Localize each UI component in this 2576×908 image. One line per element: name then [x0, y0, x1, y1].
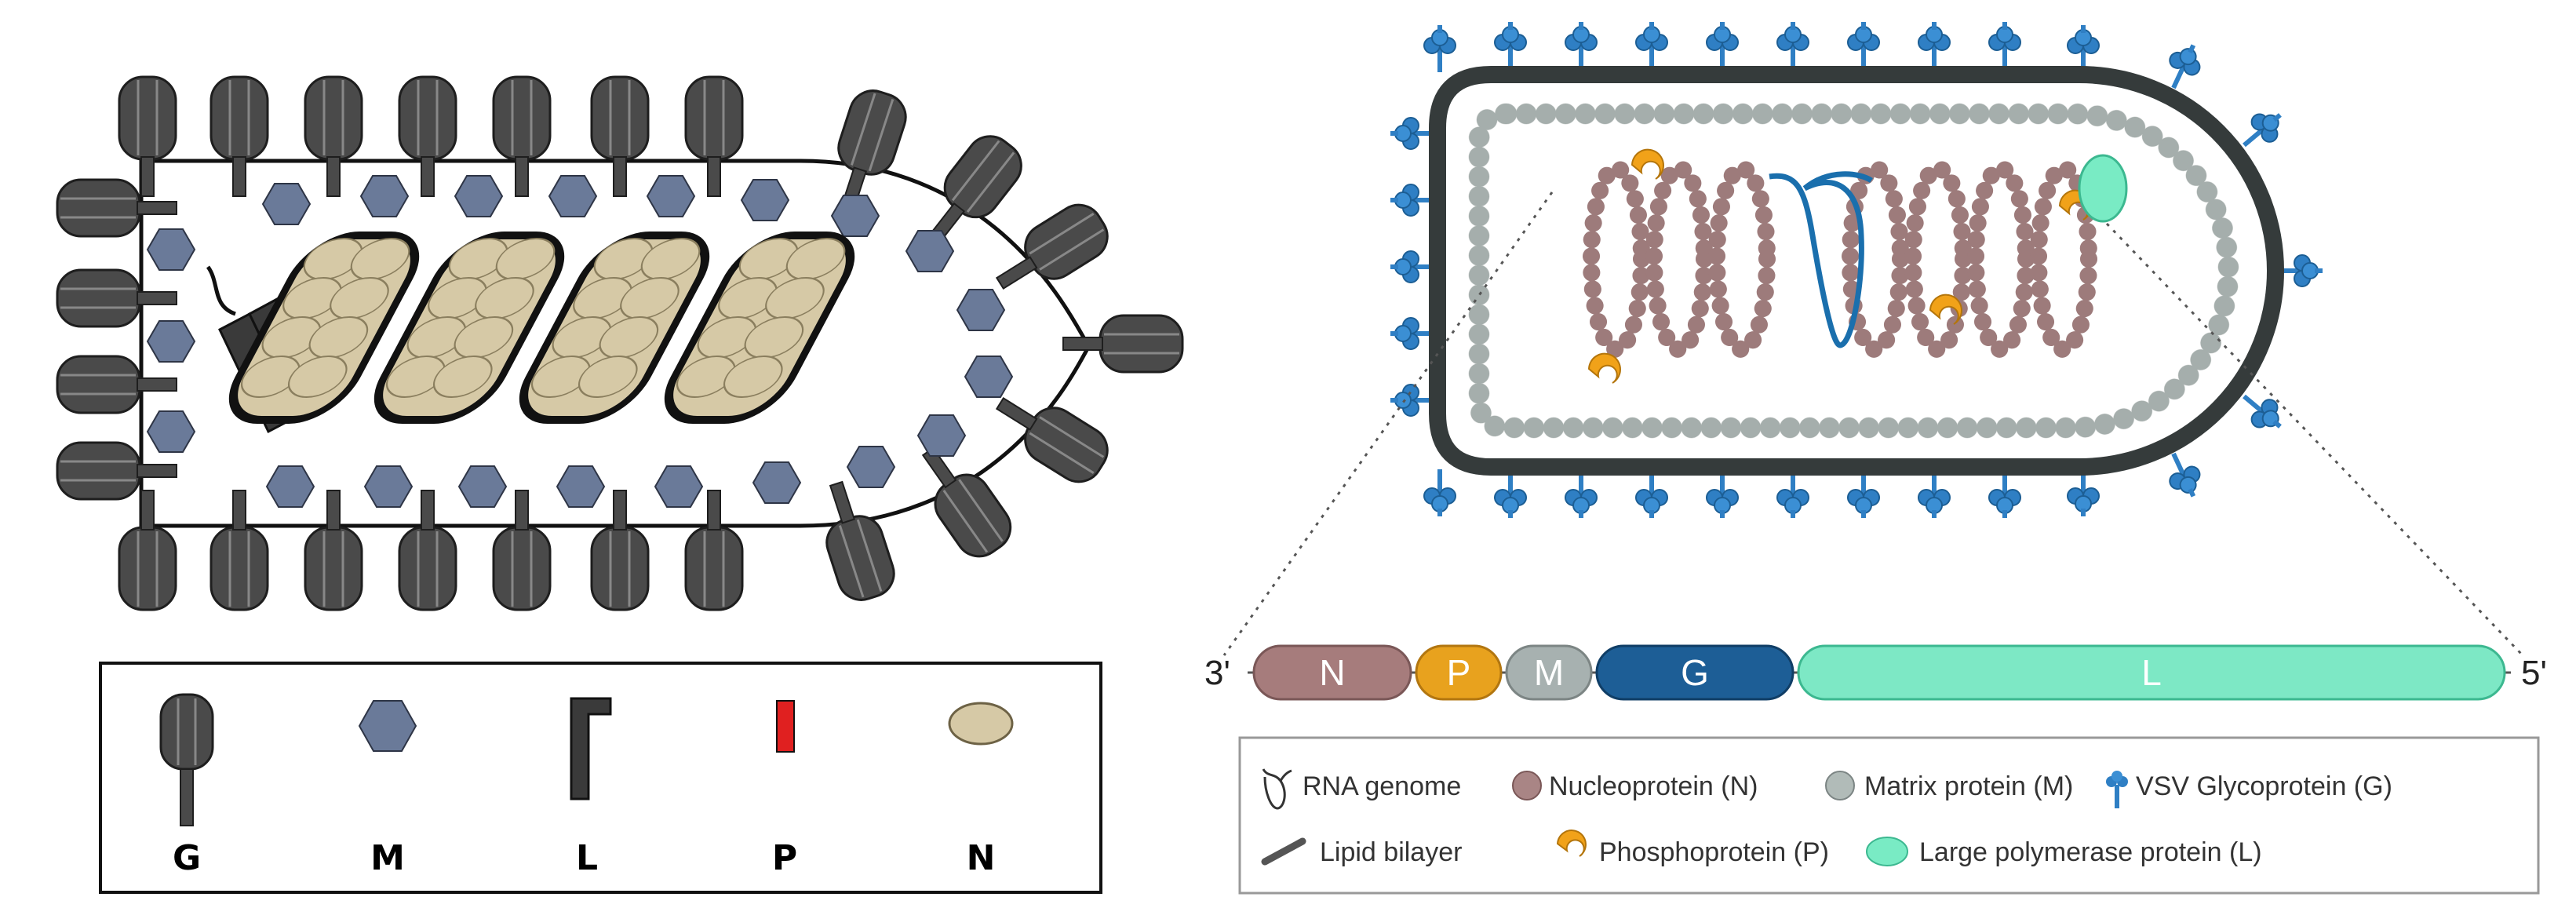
genome-map: 3' 5' N P M G L — [1204, 644, 2547, 701]
m-legend-icon — [358, 700, 417, 752]
p-legend-icon — [776, 700, 795, 753]
gene-l-label: L — [2141, 652, 2162, 693]
n-legend-icon — [948, 702, 1014, 746]
rna-genome-strand — [1769, 171, 1873, 348]
legend-label-n: N — [967, 838, 996, 878]
gene-m-label: M — [1534, 652, 1564, 693]
large-polymerase — [2078, 154, 2128, 223]
rna-genome-icon — [1262, 768, 1292, 810]
legend-label-g: G — [173, 838, 201, 878]
nucleoprotein-icon — [1512, 771, 1542, 800]
legend-lipid-bilayer: Lipid bilayer — [1320, 837, 1462, 867]
genome-end-label: 5' — [2521, 654, 2547, 692]
genome-start-label: 3' — [1204, 654, 1230, 692]
right-panel: 3' 5' N P M G L RNA genome Nucleoprotein… — [1204, 21, 2547, 895]
legend-phosphoprotein: Phosphoprotein (P) — [1599, 837, 1829, 867]
legend-label-m: M — [370, 838, 405, 878]
legend-matrix-protein: Matrix protein (M) — [1864, 771, 2073, 801]
gene-p-label: P — [1447, 652, 1471, 693]
gene-n — [1252, 644, 1412, 701]
gene-m — [1505, 644, 1593, 701]
legend-rna-genome: RNA genome — [1303, 771, 1461, 801]
nucleoprotein-coils — [1583, 160, 2097, 358]
g-legend-icon — [159, 693, 214, 826]
gene-g-label: G — [1681, 652, 1709, 693]
left-legend: G M L P N — [99, 662, 1102, 894]
gene-p — [1415, 644, 1503, 701]
zoom-line-left — [1222, 191, 1554, 656]
gene-n-label: N — [1319, 652, 1345, 693]
l-legend-icon — [570, 697, 612, 800]
gene-l — [1797, 644, 2506, 701]
glycoprotein-icon — [2106, 771, 2128, 808]
legend-label-l: L — [576, 838, 598, 878]
zoom-line-right — [2105, 222, 2524, 657]
phosphoprotein-icon — [1556, 830, 1587, 857]
legend-label-p: P — [772, 838, 797, 878]
legend-polymerase: Large polymerase protein (L) — [1919, 837, 2262, 867]
legend-glycoprotein: VSV Glycoprotein (G) — [2136, 771, 2392, 801]
matrix-protein-ring — [1469, 104, 2239, 438]
lipid-bilayer-icon — [1261, 837, 1306, 866]
polymerase-icon — [1866, 837, 1908, 866]
right-legend: RNA genome Nucleoprotein (N) Matrix prot… — [1238, 736, 2540, 895]
gene-g — [1595, 644, 1794, 701]
phosphoproteins — [1587, 148, 2092, 384]
matrix-protein-icon — [1825, 771, 1855, 800]
left-panel: G M L P N — [56, 75, 1184, 894]
legend-nucleoprotein: Nucleoprotein (N) — [1549, 771, 1758, 801]
nucleocapsid-left — [228, 232, 855, 424]
